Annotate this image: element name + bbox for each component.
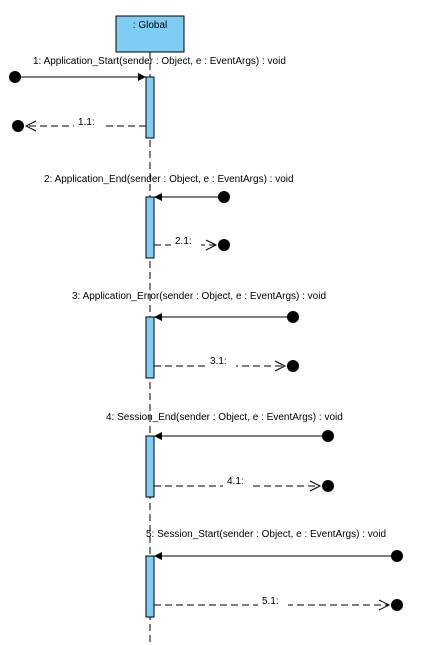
call-message-label: 2: Application_End(sender : Object, e : … bbox=[44, 174, 294, 185]
return-arrowhead bbox=[378, 599, 391, 611]
return-target-dot bbox=[12, 120, 24, 132]
return-target-dot bbox=[287, 360, 299, 372]
message-source-dot bbox=[218, 191, 230, 203]
return-target-dot bbox=[322, 480, 334, 492]
call-message-label: 3: Application_Error(sender : Object, e … bbox=[72, 291, 326, 302]
activation-bar[interactable] bbox=[145, 196, 155, 259]
message-source-dot bbox=[9, 71, 21, 83]
message-group-2: 2: Application_End(sender : Object, e : … bbox=[44, 174, 294, 259]
activation-bar[interactable] bbox=[145, 555, 155, 618]
call-message-label: 4: Session_End(sender : Object, e : Even… bbox=[106, 412, 343, 423]
message-group-4: 4: Session_End(sender : Object, e : Even… bbox=[106, 412, 343, 498]
activation-bar[interactable] bbox=[145, 76, 155, 139]
return-message-label: 4.1: bbox=[227, 476, 244, 487]
message-group-3: 3: Application_Error(sender : Object, e … bbox=[72, 291, 326, 379]
return-target-dot bbox=[218, 239, 230, 251]
return-message-label: 5.1: bbox=[262, 596, 279, 607]
return-arrowhead bbox=[24, 120, 37, 132]
return-arrowhead bbox=[205, 239, 218, 251]
return-label-background bbox=[206, 355, 236, 367]
message-source-dot bbox=[287, 311, 299, 323]
return-label-background bbox=[223, 475, 253, 487]
return-arrowhead bbox=[274, 360, 287, 372]
message-group-5: 5: Session_Start(sender : Object, e : Ev… bbox=[145, 529, 403, 618]
activation-bar[interactable] bbox=[145, 316, 155, 379]
message-source-dot bbox=[391, 550, 403, 562]
return-arrowhead bbox=[309, 480, 322, 492]
return-message-label: 1.1: bbox=[78, 117, 95, 128]
messages-group: 1: Application_Start(sender : Object, e … bbox=[9, 56, 403, 618]
call-message-label: 5: Session_Start(sender : Object, e : Ev… bbox=[146, 529, 386, 540]
message-group-1: 1: Application_Start(sender : Object, e … bbox=[9, 56, 286, 139]
return-label-background bbox=[74, 116, 104, 128]
call-message-label: 1: Application_Start(sender : Object, e … bbox=[33, 56, 286, 67]
activation-bar[interactable] bbox=[145, 435, 155, 498]
lifeline-header[interactable]: : Global bbox=[115, 15, 185, 53]
lifeline-title: : Global bbox=[133, 20, 167, 31]
return-target-dot bbox=[391, 599, 403, 611]
return-label-background bbox=[258, 595, 288, 607]
return-message-label: 2.1: bbox=[175, 236, 192, 247]
return-label-background bbox=[171, 235, 201, 247]
message-source-dot bbox=[322, 430, 334, 442]
return-message-label: 3.1: bbox=[210, 356, 227, 367]
